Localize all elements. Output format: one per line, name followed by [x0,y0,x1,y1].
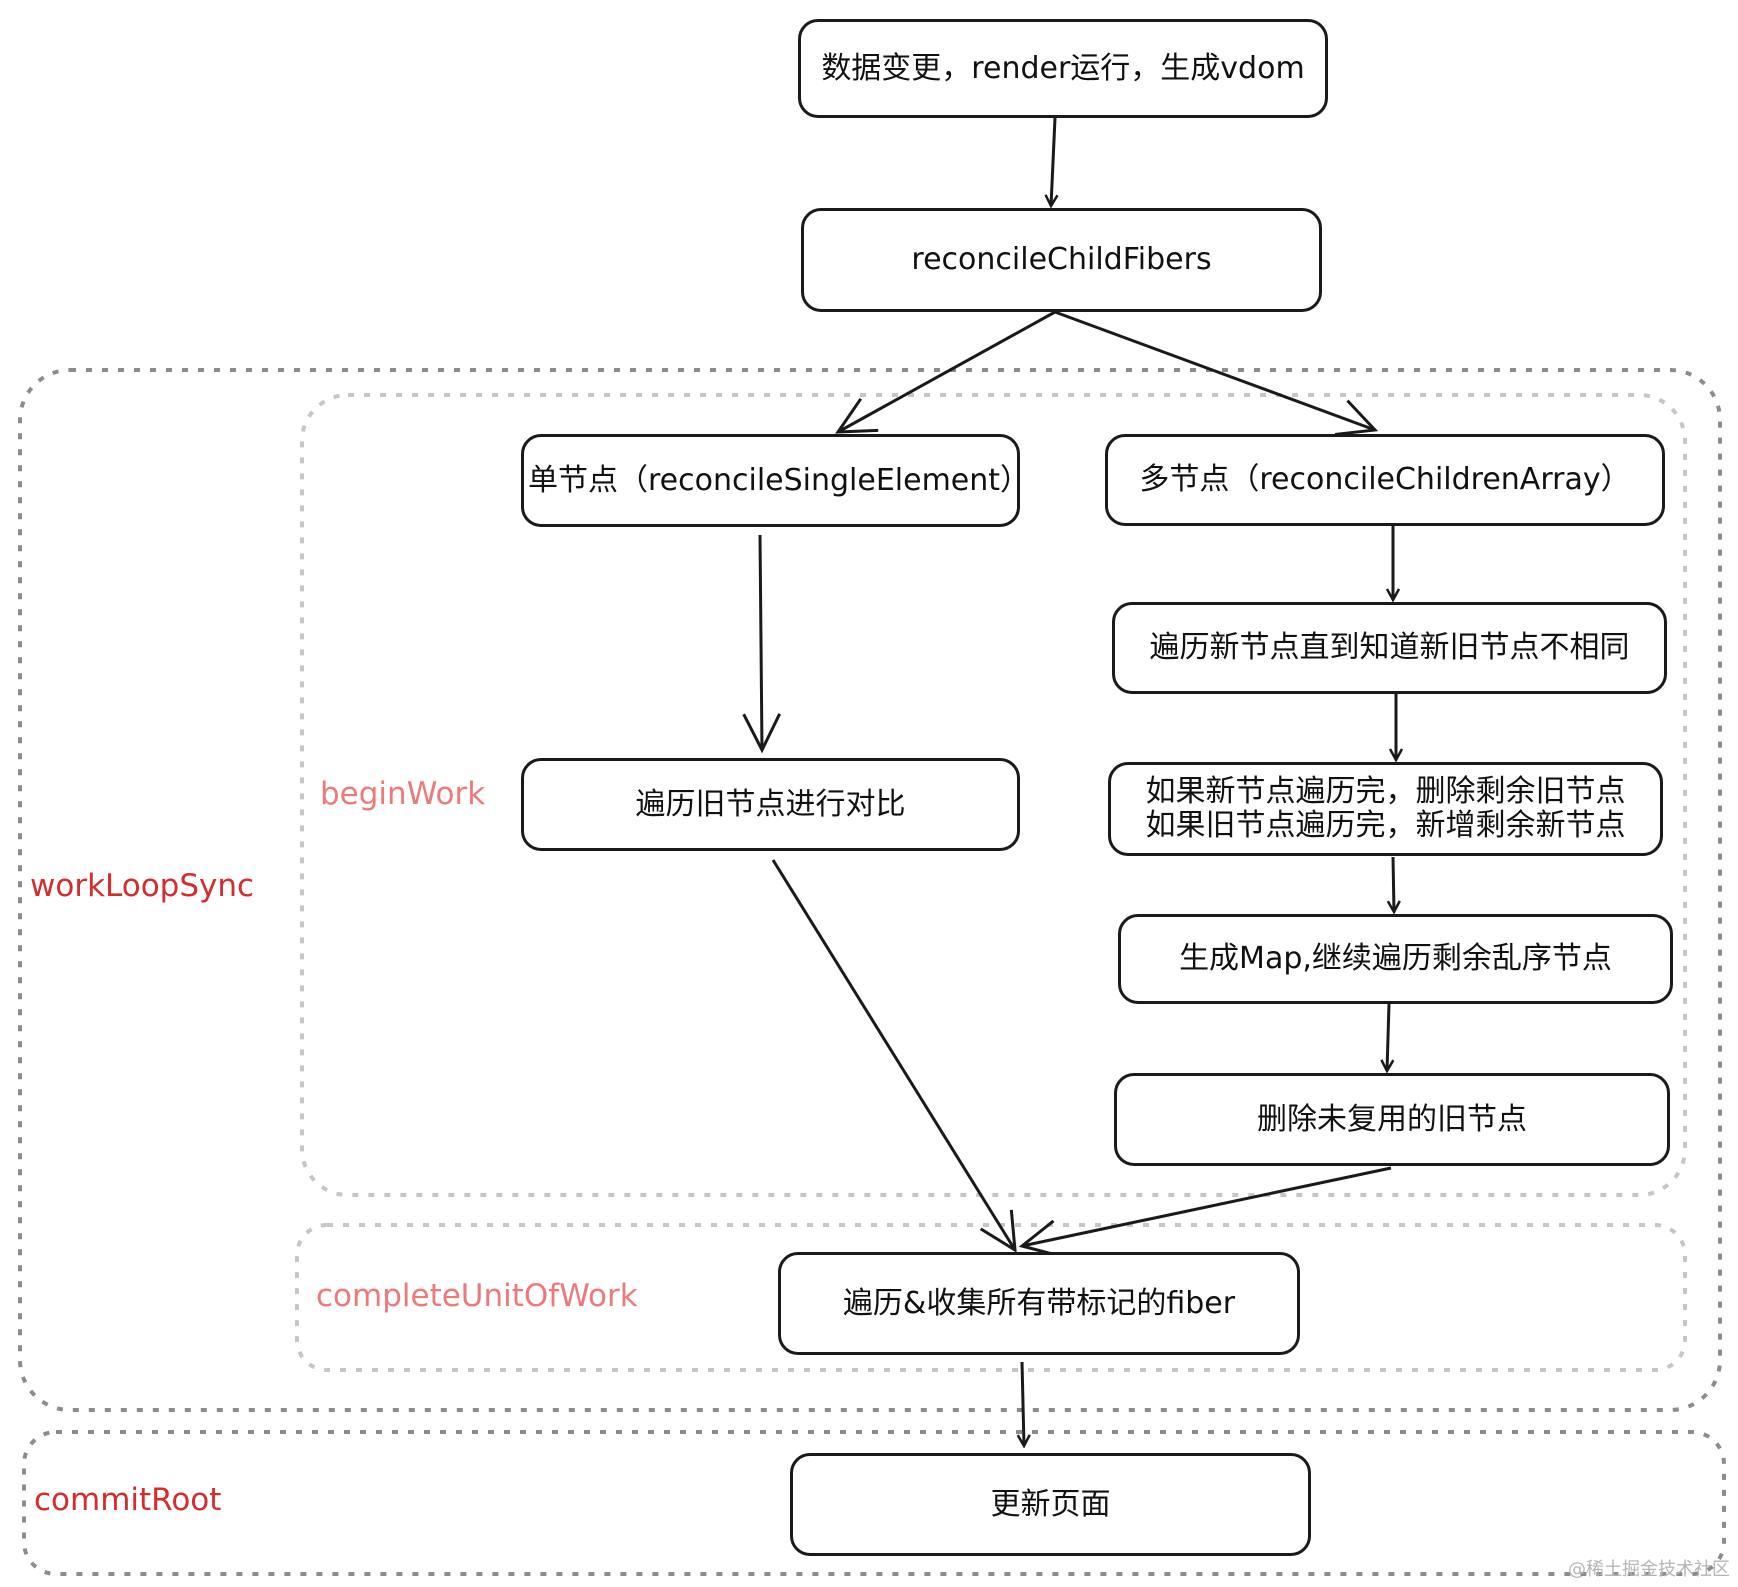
label-work-loop-sync: workLoopSync [30,868,255,904]
node-start: 数据变更，render运行，生成vdom [798,19,1328,118]
node-traverse-new: 遍历新节点直到知道新旧节点不相同 [1112,602,1667,694]
node-single-element: 单节点（reconcileSingleElement） [521,434,1030,527]
node-if-done: 如果新节点遍历完，删除剩余旧节点 如果旧节点遍历完，新增剩余新节点 [1108,762,1663,856]
edge-delete-to-collect [1018,1166,1392,1258]
edge-reconcile-to-multi [1054,310,1379,436]
edge-reconcile-to-single [835,310,1056,434]
node-reconcile-child-fibers: reconcileChildFibers [801,208,1322,312]
edge-single-to-compare [742,534,782,754]
edge-map-to-delete [1387,1003,1389,1071]
node-gen-map: 生成Map,继续遍历剩余乱序节点 [1118,914,1673,1004]
node-update-page: 更新页面 [790,1453,1311,1556]
edge-collect-to-update [1022,1361,1024,1446]
watermark: @稀土掘金技术社区 [1568,1559,1730,1580]
label-complete-unit-of-work: completeUnitOfWork [316,1278,638,1314]
label-commit-root: commitRoot [34,1482,222,1518]
node-collect-fiber: 遍历&收集所有带标记的fiber [778,1252,1300,1355]
edge-start-to-reconcile [1051,117,1055,206]
group-work-loop-sync [18,368,1722,1412]
edge-compare-to-collect [771,859,1017,1253]
node-children-array: 多节点（reconcileChildrenArray） [1105,434,1665,526]
node-compare-old: 遍历旧节点进行对比 [521,758,1020,851]
group-commit-root [22,1430,1726,1576]
node-delete-unused: 删除未复用的旧节点 [1114,1073,1670,1166]
label-begin-work: beginWork [320,776,486,812]
group-begin-work [300,393,1687,1197]
edge-ifdone-to-map [1393,856,1394,912]
